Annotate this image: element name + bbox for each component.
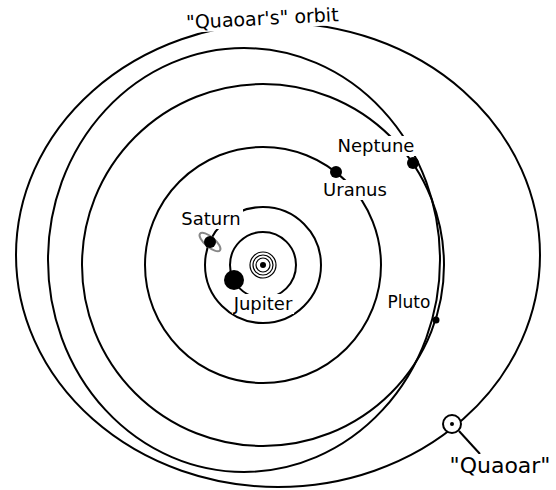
pluto-orbit	[48, 48, 440, 472]
uranus-planet	[330, 166, 342, 178]
quaoar-orbit	[16, 23, 540, 487]
saturn-planet	[204, 236, 216, 248]
planet-label: Pluto	[386, 293, 433, 312]
neptune-orbit	[82, 84, 444, 446]
jupiter-planet	[224, 270, 244, 290]
saturn-ring	[197, 230, 223, 254]
planet-label: Jupiter	[232, 294, 295, 314]
quaoar-dot	[450, 422, 454, 426]
quaoar-symbol	[443, 415, 461, 433]
leader-line	[459, 431, 480, 454]
inner-orbit	[253, 255, 273, 275]
object-label: "Quaoar"	[448, 454, 553, 478]
inner-orbit	[250, 252, 276, 278]
sun	[260, 262, 266, 268]
inner-orbit	[256, 258, 270, 272]
jupiter-orbit	[230, 232, 296, 298]
orbit-label: "Quaoar's" orbit	[183, 3, 340, 32]
neptune-planet	[407, 157, 419, 169]
planet-label: Neptune	[336, 136, 417, 156]
planet-label: Uranus	[321, 180, 389, 200]
pluto-planet	[433, 317, 440, 324]
planet-label: Saturn	[179, 209, 242, 229]
